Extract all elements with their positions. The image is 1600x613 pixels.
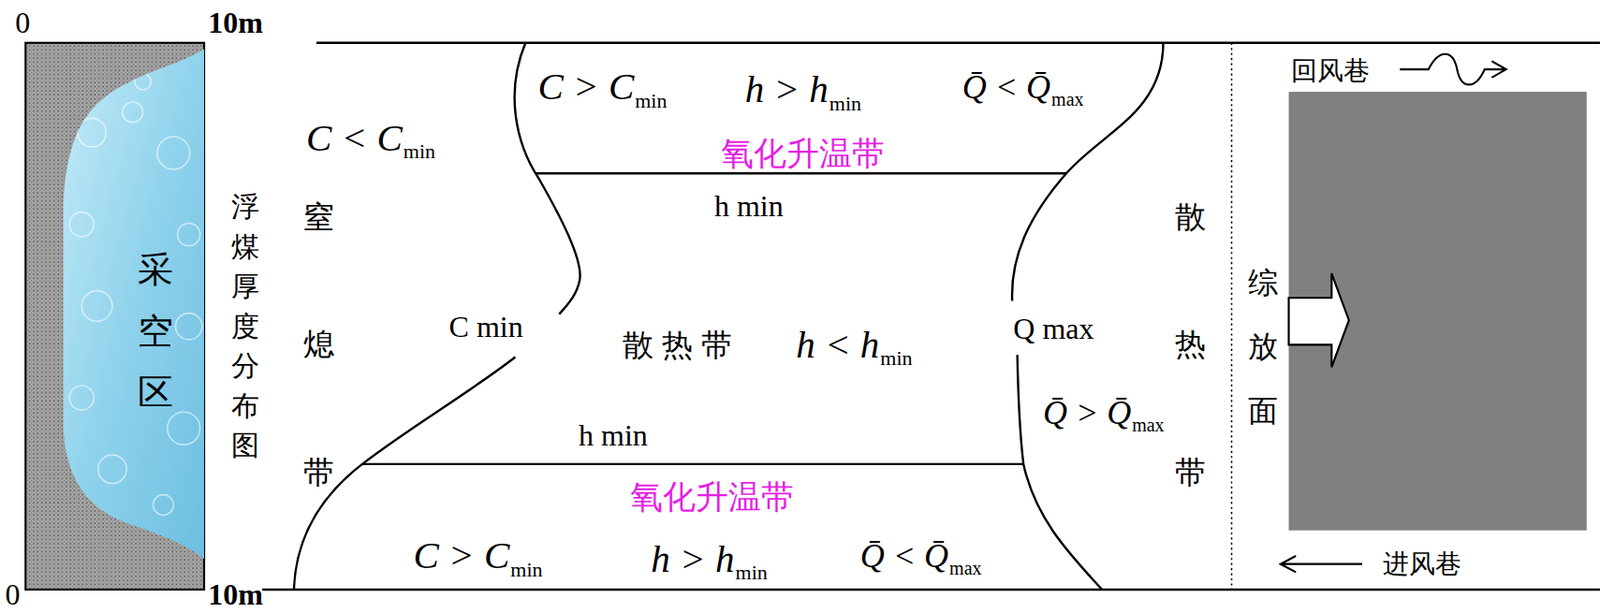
roadway-label: 回风巷 (1291, 58, 1370, 85)
zone-label: 综放面 (1247, 250, 1278, 444)
goaf-box (25, 43, 205, 590)
threshold-label: Q max (1012, 313, 1094, 344)
zone-label: 氧化升温带 (720, 136, 885, 170)
q-max-curve (1017, 354, 1102, 590)
formula: C > C (537, 67, 634, 106)
axis-label: 0 (4, 579, 20, 610)
formula-subscript: min (880, 348, 912, 369)
advance-arrow (1289, 273, 1350, 367)
zone-label: 氧化升温带 (630, 480, 794, 514)
h-min-line (535, 172, 1067, 175)
threshold-label: h min (578, 420, 648, 451)
top-boundary (316, 42, 1600, 45)
h-min-line (362, 463, 1024, 466)
zone-label: 散 热 带 (622, 329, 733, 361)
goaf-region: 采空区 (25, 43, 205, 590)
zone-label: 散热带 (1174, 153, 1206, 537)
formula: h > h (650, 540, 734, 579)
bubbles (69, 73, 203, 515)
intake-air-arrow (1280, 556, 1363, 573)
formula-subscript: min (735, 562, 768, 584)
formula: C > C (412, 536, 510, 575)
axis-label: 10m (207, 7, 264, 38)
oxidation-zone: 氧化升温带C > Cminh > hminQ̄ < Q̄max (295, 464, 1102, 590)
formula: Q̄ > Q̄ (1042, 396, 1131, 430)
formula-subscript: min (829, 93, 862, 115)
axis-label: 0 (14, 7, 30, 38)
zone-label: 窒熄带 (303, 153, 335, 537)
formula-subscript: max (949, 558, 982, 578)
formula-subscript: min (510, 559, 543, 581)
formula: C < C (306, 118, 403, 158)
figure-caption: 浮煤厚度分布图 (231, 187, 260, 467)
formula: Q̄ < Q̄ (962, 70, 1051, 104)
oxidation-zone: C > Cminh > hminQ̄ < Q̄max氧化升温带 (510, 43, 1164, 175)
bottom-boundary (262, 588, 1600, 591)
formula-subscript: min (634, 90, 667, 112)
working-face: 综放面 (1289, 91, 1587, 531)
dotted-boundary (1231, 43, 1234, 590)
axis-label: 10m (207, 579, 264, 610)
formula: h < h (795, 325, 880, 365)
formula: h > h (745, 70, 829, 109)
float-coal-blob (63, 48, 205, 559)
formula-subscript: max (1131, 415, 1164, 435)
roadway-label: 进风巷 (1382, 551, 1462, 578)
return-air-arrow (1399, 54, 1506, 86)
working-face-block (1289, 91, 1587, 531)
formula-subscript: min (403, 141, 436, 162)
threshold-label: h min (714, 190, 784, 221)
formula-subscript: max (1051, 89, 1084, 109)
formula: Q̄ < Q̄ (860, 539, 949, 573)
threshold-label: C min (449, 311, 524, 342)
zone-label: 采空区 (137, 239, 174, 424)
